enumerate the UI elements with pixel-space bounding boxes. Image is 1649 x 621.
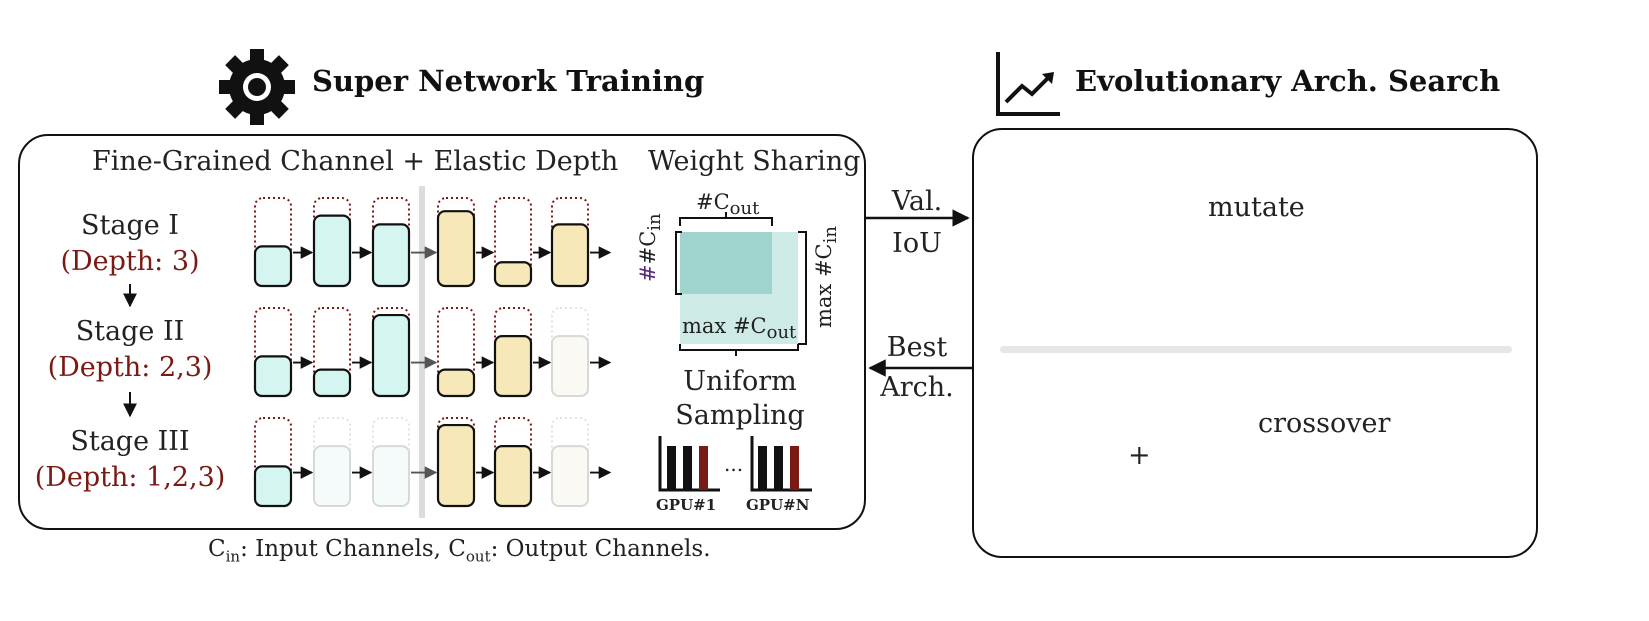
arch-label: Arch. <box>880 372 954 403</box>
gpu-bars <box>658 436 812 492</box>
gpu-last-label: GPU#N <box>746 496 810 514</box>
stage-grid <box>253 197 612 508</box>
cout-bracket <box>679 212 773 226</box>
channel-block <box>312 368 352 398</box>
evolutionary-search-title: Evolutionary Arch. Search <box>1075 64 1501 98</box>
channel-block <box>493 335 533 398</box>
cin-bracket <box>675 231 682 295</box>
panel-separator <box>1000 346 1512 353</box>
max-cout-bracket <box>679 344 799 356</box>
channel-block <box>436 210 476 288</box>
faded-block <box>313 445 351 508</box>
sampling-label: Sampling <box>675 400 805 431</box>
stage-divider <box>419 186 425 518</box>
super-network-training-title: Super Network Training <box>312 64 705 98</box>
plus-sign: + <box>1128 440 1151 471</box>
channel-block <box>371 313 411 398</box>
channel-block <box>312 214 352 288</box>
val-label: Val. <box>891 186 943 217</box>
channel-block <box>493 261 533 288</box>
max-cout-label: max #Cout <box>682 314 797 344</box>
fine-grained-title: Fine-Grained Channel + Elastic Depth <box>92 146 619 177</box>
mutate-label: mutate <box>1208 192 1305 223</box>
stage-1-label: Stage I <box>81 210 179 241</box>
cin-label: ##Cin <box>636 213 666 282</box>
caption: Cin: Input Channels, Cout: Output Channe… <box>208 536 711 566</box>
stage-3-label: Stage III <box>70 426 190 457</box>
gear-icon <box>218 48 296 126</box>
evolutionary-panel <box>972 128 1538 558</box>
stage-2-label: Stage II <box>75 316 185 347</box>
stage-3-depth: (Depth: 1,2,3) <box>34 462 226 493</box>
faded-block <box>551 445 589 508</box>
channel-block <box>550 223 590 288</box>
crossover-label: crossover <box>1258 408 1391 439</box>
channel-block <box>436 368 476 398</box>
max-cin-bracket <box>798 231 807 345</box>
iou-label: IoU <box>892 228 942 259</box>
gpu-ellipsis: ... <box>724 452 744 476</box>
channel-block <box>371 223 411 288</box>
max-cin-label: max #Cin <box>812 226 842 328</box>
sub-matrix <box>680 232 772 294</box>
channel-block <box>253 355 293 398</box>
faded-block <box>372 445 410 508</box>
gpu-first-label: GPU#1 <box>656 496 717 514</box>
stage-2-depth: (Depth: 2,3) <box>47 352 213 383</box>
channel-block <box>253 245 293 288</box>
channel-block <box>436 423 476 508</box>
channel-block <box>493 445 533 508</box>
cout-label: #Cout <box>696 190 760 220</box>
uniform-label: Uniform <box>683 366 797 397</box>
faded-block <box>551 335 589 398</box>
best-label: Best <box>886 332 948 363</box>
channel-block <box>253 465 293 508</box>
stage-1-depth: (Depth: 3) <box>60 246 200 277</box>
weight-sharing-matrix <box>675 212 807 356</box>
weight-sharing-title: Weight Sharing <box>648 146 861 177</box>
chart-growth-icon <box>994 50 1064 118</box>
